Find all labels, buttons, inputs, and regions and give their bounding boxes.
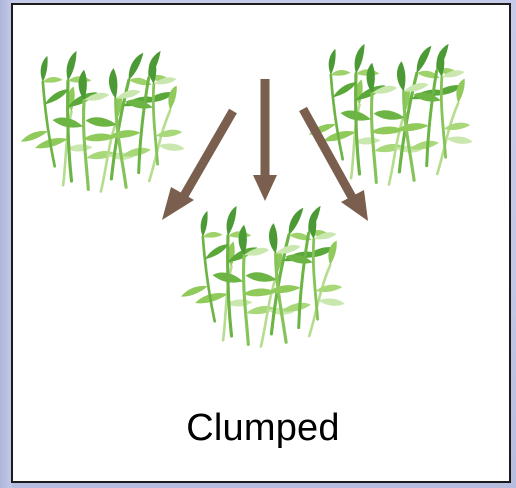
seedling-cluster-icon bbox=[13, 49, 195, 195]
caption-label: Clumped bbox=[13, 407, 513, 450]
arrow-down-icon bbox=[253, 79, 277, 201]
seedling-cluster-icon bbox=[162, 204, 355, 350]
arrow-down-left-icon bbox=[162, 111, 233, 220]
seedling-cluster-icon bbox=[290, 42, 483, 188]
diagram-panel: Clumped bbox=[11, 3, 511, 483]
